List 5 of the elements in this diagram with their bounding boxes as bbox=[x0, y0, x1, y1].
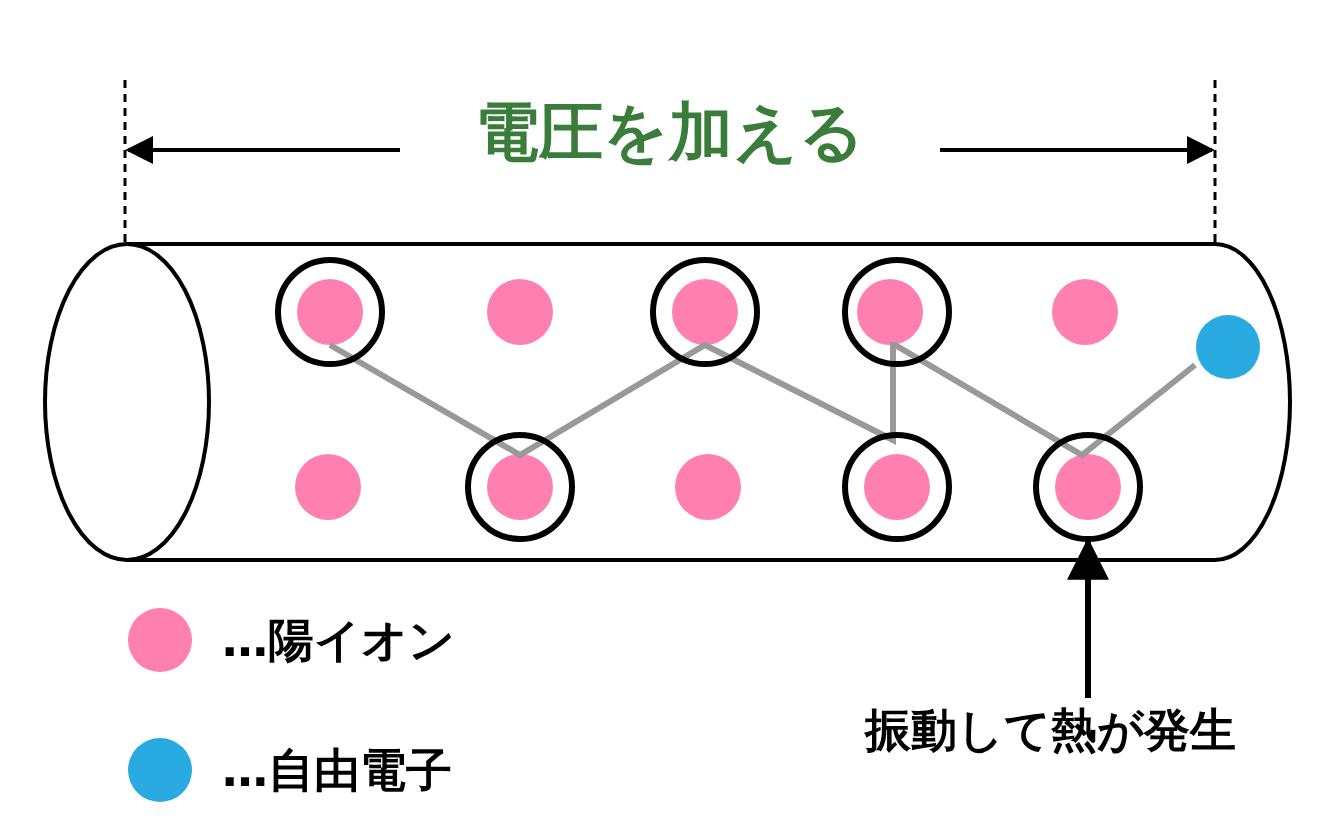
ion-ring bbox=[1033, 432, 1143, 542]
title: 電圧を加える bbox=[475, 100, 865, 164]
legend-text: …自由電子 bbox=[222, 747, 452, 793]
legend-text: …陽イオン bbox=[222, 617, 455, 663]
note-text: 振動して熱が発生 bbox=[790, 690, 1310, 770]
